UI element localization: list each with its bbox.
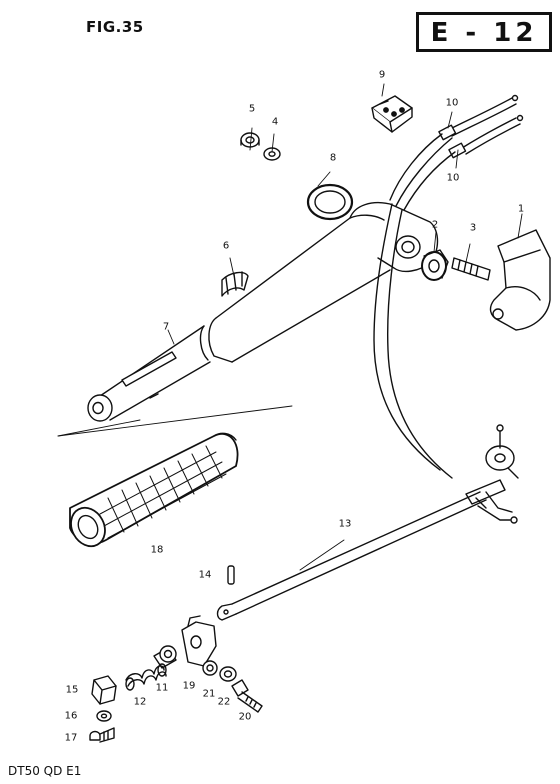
- callout-18: 18: [150, 544, 164, 556]
- callout-2: 2: [431, 219, 439, 231]
- model-code: DT50 QD E1: [8, 764, 82, 778]
- tiller-arm-part: [87, 201, 439, 422]
- figure-title: FIG.35: [86, 18, 144, 36]
- callout-3: 3: [469, 222, 477, 234]
- callout-17: 17: [64, 732, 78, 744]
- callout-8: 8: [329, 152, 337, 164]
- callout-20: 20: [238, 711, 252, 723]
- callout-13: 13: [338, 518, 352, 530]
- section-code: E - 12: [430, 18, 538, 48]
- callout-1: 1: [517, 203, 525, 215]
- knob-part: [91, 675, 117, 705]
- callout-11: 11: [155, 682, 169, 694]
- stop-rod-part: [216, 491, 487, 621]
- screw-17-part: [89, 727, 115, 743]
- callout-9: 9: [378, 69, 386, 81]
- leader-lines: [57, 83, 523, 571]
- callout-21: 21: [202, 688, 216, 700]
- stop-plate-part: [181, 615, 217, 667]
- callout-5: 5: [248, 103, 256, 115]
- clip-part: [221, 271, 249, 297]
- throttle-cables-part: [389, 94, 524, 211]
- callout-22: 22: [217, 696, 231, 708]
- callout-10a: 10: [445, 97, 459, 109]
- nut-small-part: [240, 132, 260, 148]
- callout-19: 19: [182, 680, 196, 692]
- grip-part: [69, 432, 239, 548]
- bracket-part: [489, 229, 551, 331]
- callout-4: 4: [271, 116, 279, 128]
- washer-16-part: [96, 710, 112, 722]
- washer-21-part: [202, 660, 218, 676]
- section-code-box: E - 12: [416, 12, 552, 52]
- washer-large-part: [306, 183, 354, 221]
- spring-part: [125, 663, 167, 691]
- washer-22-part: [219, 666, 237, 682]
- bushing-small-part: [153, 645, 177, 669]
- pin-part: [227, 565, 235, 585]
- callout-16: 16: [64, 710, 78, 722]
- callout-12: 12: [133, 696, 147, 708]
- cable-guide-part: [371, 95, 413, 133]
- stud-part: [451, 257, 491, 281]
- throttle-link-part: [465, 424, 519, 524]
- cable-run: [373, 203, 453, 479]
- callout-14: 14: [198, 569, 212, 581]
- callout-7: 7: [162, 321, 170, 333]
- callout-15: 15: [65, 684, 79, 696]
- callout-10b: 10: [446, 172, 460, 184]
- bushing-part: [421, 249, 449, 281]
- callout-6: 6: [222, 240, 230, 252]
- bolt-20-part: [231, 679, 263, 713]
